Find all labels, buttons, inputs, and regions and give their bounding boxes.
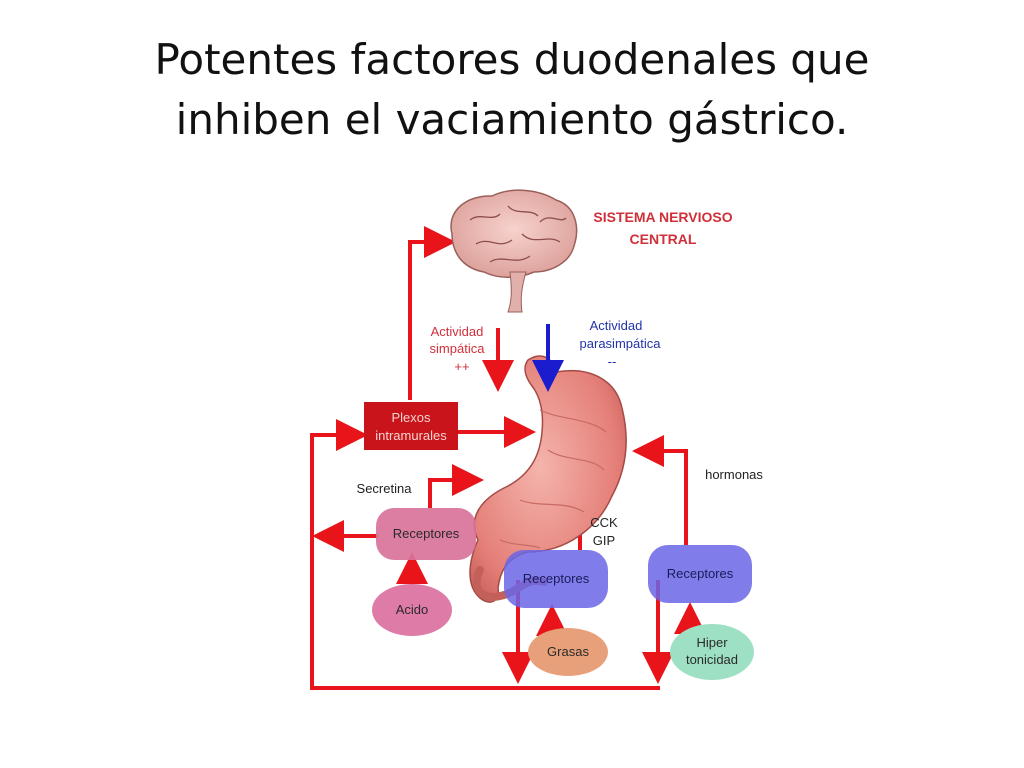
sympathetic-label-line3: ++: [454, 359, 469, 374]
acid-node: Acido: [372, 584, 452, 636]
gip-label: GIP: [593, 533, 615, 548]
plexus-label-line1: Plexos: [391, 410, 431, 425]
receptor-acid-node: Receptores: [376, 508, 476, 560]
plexus-box: Plexos intramurales: [364, 402, 458, 450]
receptor-hyper-label: Receptores: [667, 566, 734, 581]
brain-illustration: [450, 189, 578, 313]
secretin-label: Secretina: [357, 481, 413, 496]
receptor-fat-label: Receptores: [523, 571, 590, 586]
receptor-fat-node: Receptores: [504, 550, 608, 608]
parasympathetic-label-line2: parasimpática: [580, 336, 662, 351]
parasympathetic-label-line1: Actividad: [590, 318, 643, 333]
cns-label-line1: SISTEMA NERVIOSO: [593, 209, 732, 225]
receptor-hyper-node: Receptores: [648, 545, 752, 603]
sympathetic-label-line2: simpática: [430, 341, 486, 356]
slide-title: Potentes factores duodenales que inhiben…: [0, 30, 1024, 150]
title-line-2: inhiben el vaciamiento gástrico.: [175, 95, 849, 144]
hormones-arrow: [632, 435, 688, 545]
hyper-node: Hiper tonicidad: [670, 624, 754, 680]
acid-label: Acido: [396, 602, 429, 617]
hormones-label: hormonas: [705, 467, 763, 482]
red-pathway-lines: [310, 226, 706, 690]
cns-label-line2: CENTRAL: [630, 231, 697, 247]
fats-node: Grasas: [528, 628, 608, 676]
cck-label: CCK: [590, 515, 618, 530]
hyper-label-line1: Hiper: [696, 635, 728, 650]
left-loop-line: [310, 419, 660, 690]
plexus-label-line2: intramurales: [375, 428, 447, 443]
hyper-label-line2: tonicidad: [686, 652, 738, 667]
secretin-arrow: [428, 464, 484, 508]
parasympathetic-label-line3: --: [608, 354, 617, 369]
plexus-to-brain-arrow: [408, 226, 456, 400]
title-line-1: Potentes factores duodenales que: [154, 35, 870, 84]
sympathetic-label-line1: Actividad: [431, 324, 484, 339]
fats-label: Grasas: [547, 644, 589, 659]
receptor-acid-label: Receptores: [393, 526, 460, 541]
